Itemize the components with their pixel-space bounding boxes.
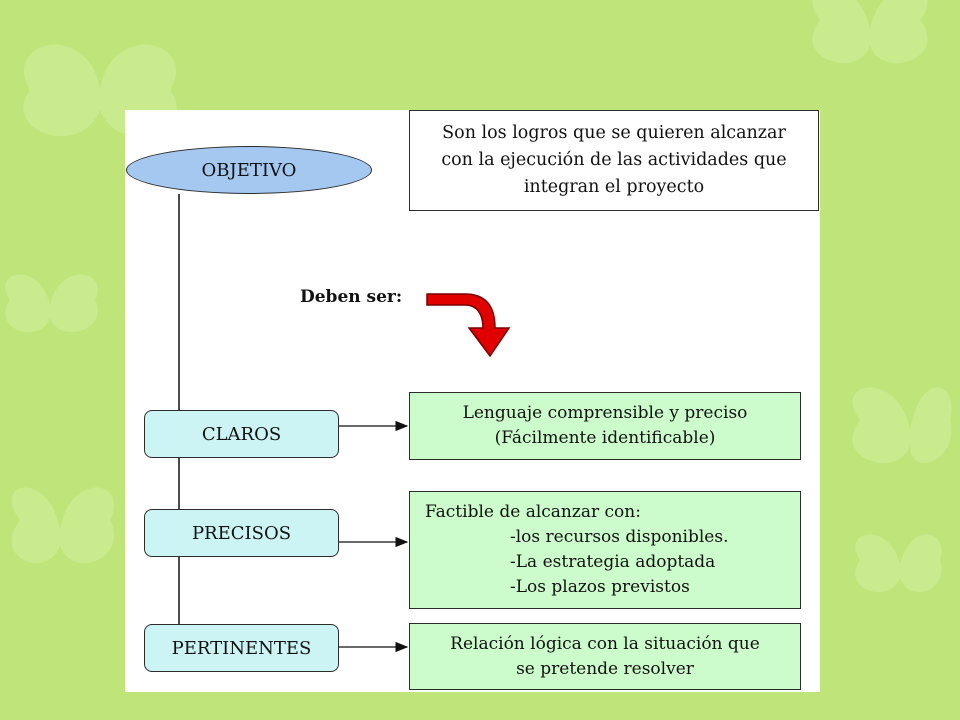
description-precisos: Factible de alcanzar con: -los recursos … <box>409 491 801 609</box>
definition-line: integran el proyecto <box>523 177 705 197</box>
description-line: (Fácilmente identificable) <box>494 428 716 448</box>
description-title: Factible de alcanzar con: <box>425 502 641 522</box>
description-item: -La estrategia adoptada <box>510 552 716 572</box>
category-label: PRECISOS <box>191 522 292 544</box>
description-item: -Los plazos previstos <box>510 577 690 597</box>
category-pertinentes: PERTINENTES <box>144 624 339 672</box>
category-claros: CLAROS <box>144 410 339 458</box>
description-item: -los recursos disponibles. <box>510 527 729 547</box>
description-line: Lenguaje comprensible y preciso <box>462 403 748 423</box>
objective-node: OBJETIVO <box>126 146 372 194</box>
deben-ser-label: Deben ser: <box>300 287 403 307</box>
objective-label: OBJETIVO <box>201 159 297 181</box>
definition-line: Son los logros que se quieren alcanzar <box>442 123 786 143</box>
description-line: se pretende resolver <box>516 658 694 679</box>
definition-box: Son los logros que se quieren alcanzar c… <box>409 110 819 211</box>
description-pertinentes: Relación lógica con la situación que se … <box>409 623 801 690</box>
definition-line: con la ejecución de las actividades que <box>441 150 787 170</box>
category-label: CLAROS <box>201 423 282 445</box>
category-precisos: PRECISOS <box>144 509 339 557</box>
curved-arrow-icon <box>426 293 511 358</box>
diagram-panel: OBJETIVO Son los logros que se quieren a… <box>125 110 820 692</box>
description-claros: Lenguaje comprensible y preciso (Fácilme… <box>409 392 801 460</box>
description-line: Relación lógica con la situación que <box>450 633 760 654</box>
category-label: PERTINENTES <box>171 637 312 659</box>
